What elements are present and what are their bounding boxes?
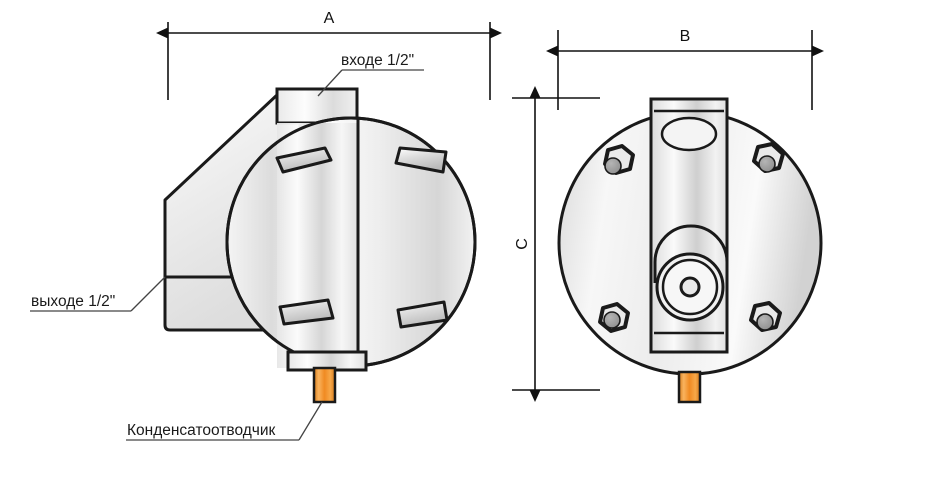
boss-arc xyxy=(653,224,729,283)
callout-drain: Конденсатоотводчик xyxy=(126,401,323,441)
callout-inlet-leader xyxy=(317,69,343,97)
nameplate-hole xyxy=(660,116,718,152)
drain-pipe xyxy=(312,366,337,404)
dimension-a-label: A xyxy=(324,10,335,27)
center-boss xyxy=(653,224,729,322)
bolt-slot-bottom-right xyxy=(396,300,449,329)
front-view: B C xyxy=(512,28,824,404)
bolt-group xyxy=(598,142,785,333)
bolt-slot-bottom-left xyxy=(278,298,335,326)
callout-drain-leader xyxy=(298,401,323,441)
dimension-b-label: B xyxy=(680,28,691,45)
dimension-b: B xyxy=(546,28,824,110)
front-drain-pipe xyxy=(677,370,702,404)
callout-outlet: выходе 1/2" xyxy=(30,276,166,312)
bolt-slot-top-right xyxy=(394,146,448,174)
callout-inlet: входе 1/2" xyxy=(317,52,424,97)
bolt-bottom-left xyxy=(598,302,630,333)
dimension-c-label: C xyxy=(514,238,531,250)
callout-outlet-leader xyxy=(130,276,166,312)
bolt-top-right-face xyxy=(758,155,776,173)
bolt-slot-top-left xyxy=(275,146,333,174)
side-view: A входе 1/2" xyxy=(30,10,502,441)
boss-port xyxy=(679,276,701,298)
bolt-bottom-right xyxy=(749,301,782,332)
bolt-top-left-face xyxy=(604,157,622,175)
callout-drain-label: Конденсатоотводчик xyxy=(127,422,276,439)
bolt-bottom-right-face xyxy=(756,313,774,331)
callout-outlet-label: выходе 1/2" xyxy=(31,293,115,310)
dimension-c: C xyxy=(512,86,600,402)
bolt-top-right xyxy=(752,142,785,173)
bolt-slot-group xyxy=(275,146,449,329)
bolt-bottom-left-face xyxy=(603,311,621,329)
callout-inlet-label: входе 1/2" xyxy=(341,52,414,69)
dimension-a: A xyxy=(156,10,502,100)
bolt-top-left xyxy=(603,144,635,175)
